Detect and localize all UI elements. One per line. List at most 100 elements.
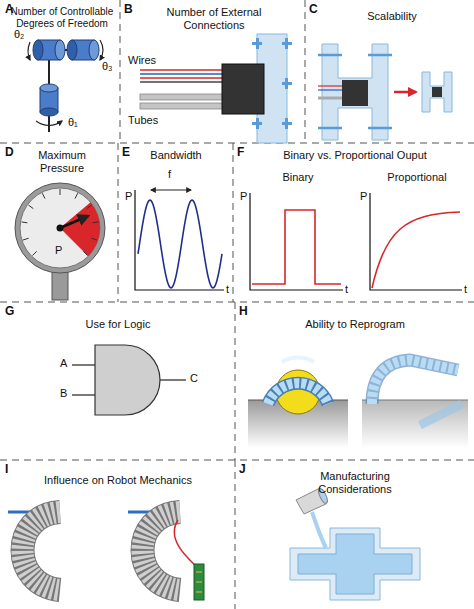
joint-illustration-part (67, 40, 77, 60)
axis-label: P (240, 190, 247, 203)
panel-divider-part (235, 302, 236, 460)
pressure-gauge-part (52, 270, 68, 300)
gripper-illustration-part (372, 360, 458, 404)
gauge-tick (91, 238, 97, 240)
actuator-illustration-part (174, 520, 198, 568)
joint-illustration-part (40, 84, 58, 92)
actuator-illustration-part-part (196, 592, 202, 593)
bandwidth-plot-part (151, 189, 191, 190)
panel-divider-part (118, 143, 119, 302)
actuator-illustration-part (194, 564, 204, 600)
and-gate-part (160, 379, 186, 380)
panel-divider-part (0, 143, 474, 144)
gauge-tick (21, 221, 27, 223)
angle-label: θ₃ (102, 60, 113, 73)
scalability-illustration-part (318, 85, 342, 86)
scalability-illustration-part (318, 97, 342, 100)
signal-name: C (190, 372, 198, 385)
bandwidth-plot-part (135, 190, 224, 290)
axis-label: t (226, 283, 229, 296)
panel-title: Influence on Robot Mechanics (13, 474, 223, 487)
scalability-illustration-part (394, 91, 416, 94)
connections-illustration-part (140, 81, 224, 83)
gauge-tick (60, 189, 61, 195)
gauge-tick (23, 238, 29, 240)
joint-illustration-part (33, 40, 43, 60)
panel-divider-part (120, 0, 121, 143)
gripper-illustration-part (372, 360, 458, 404)
gauge-tick (87, 205, 92, 209)
panel-title: Manufacturing Considerations (305, 470, 405, 495)
joint-illustration-part (36, 121, 62, 126)
output-plots-part (252, 210, 341, 284)
panel-letter: B (124, 3, 133, 17)
gauge-tick (75, 193, 78, 198)
output-plots-part (370, 193, 462, 290)
pressure-gauge-part (15, 183, 105, 273)
scalability-illustration-part-part (368, 127, 392, 130)
connections-illustration-part (140, 94, 224, 100)
gripper-illustration-part (268, 383, 328, 404)
joint-illustration-part (100, 40, 103, 60)
actuator-illustration-part-part (196, 582, 202, 583)
axis-label: P (125, 190, 132, 203)
gauge-tick (83, 251, 87, 255)
frequency-label: f (168, 168, 171, 181)
output-plots-part (372, 212, 460, 288)
panel-title: Ability to Reprogram (275, 318, 435, 331)
plot-title: Binary (258, 171, 338, 184)
panel-divider-part (235, 460, 236, 609)
panel-letter: I (5, 463, 8, 477)
gripper-illustration-part (268, 383, 328, 404)
connections-illustration-part (140, 77, 224, 79)
joint-illustration-part (28, 42, 30, 60)
part-label: Tubes (128, 114, 158, 127)
scalability-illustration-part-part (318, 127, 342, 130)
connections-illustration-part-part (256, 118, 259, 129)
connections-illustration-part (222, 64, 264, 114)
scalability-illustration-part (342, 80, 368, 106)
plot-title: Proportional (367, 171, 467, 184)
scalability-illustration-part-part (318, 54, 342, 57)
connections-illustration-part-part (285, 78, 288, 89)
scalability-illustration-part-part (368, 54, 392, 57)
pressure-gauge-part (57, 225, 64, 232)
joint-illustration-part (40, 108, 58, 116)
panel-title: Maximum Pressure (27, 149, 97, 174)
panel-letter: H (239, 305, 248, 319)
connections-illustration-part-part (256, 38, 259, 49)
gripper-illustration-part (282, 357, 314, 362)
gauge-tick (42, 193, 45, 198)
gripper-illustration-part (420, 404, 462, 425)
scalability-illustration-part (318, 55, 392, 128)
scalability-illustration-part (432, 87, 442, 97)
gauge-tick (93, 221, 99, 223)
mold-illustration-part (298, 534, 412, 594)
panel-letter: D (5, 146, 14, 160)
panel-title: Use for Logic (48, 318, 188, 331)
panel-divider-part (0, 460, 474, 461)
actuator-illustration-part (196, 572, 202, 592)
axis-label: P (360, 190, 367, 203)
angle-label: θ₁ (68, 116, 78, 129)
angle-label: θ₂ (14, 28, 24, 41)
part-label: Wires (128, 54, 156, 67)
panel-letter: F (237, 146, 244, 160)
pressure-gauge (15, 183, 105, 300)
connections-illustration-part-part (285, 118, 288, 129)
connections-illustration-part (140, 103, 224, 109)
output-plots (250, 193, 462, 290)
and-gate-part (72, 394, 95, 395)
bandwidth-plot-part (138, 200, 222, 288)
joint-illustration-part (55, 40, 65, 60)
scalability-illustration-part (322, 44, 388, 140)
pressure-gauge-part (60, 216, 88, 228)
pressure-gauge-part (20, 188, 100, 268)
axis-label: t (464, 283, 467, 296)
joint-illustration-part (89, 40, 99, 60)
mold-illustration-part (290, 528, 420, 600)
axis-label: t (345, 283, 348, 296)
pressure-gauge-part (60, 202, 100, 256)
